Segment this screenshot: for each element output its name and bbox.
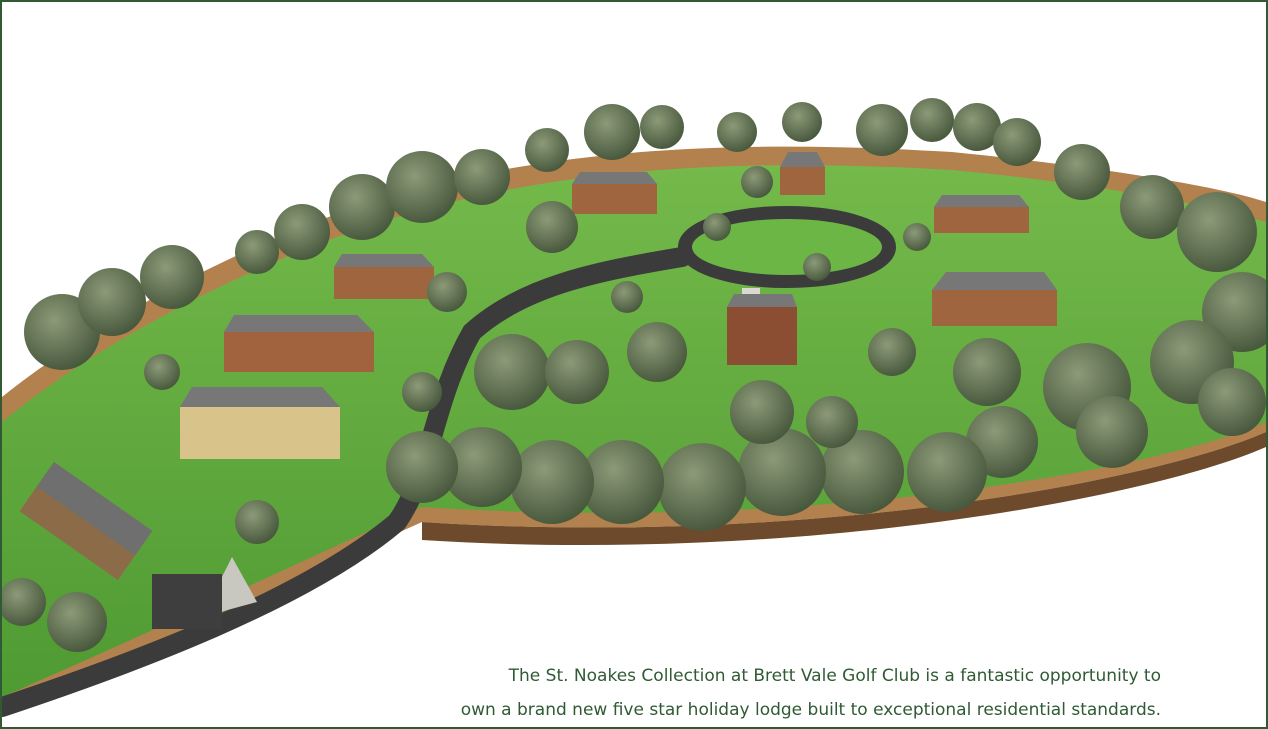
driveway xyxy=(152,574,222,629)
road-loop xyxy=(678,206,896,288)
lodges xyxy=(19,152,1057,580)
caption: The St. Noakes Collection at Brett Vale … xyxy=(301,659,1161,727)
trees xyxy=(2,98,1266,652)
caption-line-2: own a brand new five star holiday lodge … xyxy=(460,700,1161,720)
soil-edge-dark xyxy=(422,432,1266,546)
caption-line-1: The St. Noakes Collection at Brett Vale … xyxy=(508,666,1161,686)
central-lawn xyxy=(692,219,882,275)
